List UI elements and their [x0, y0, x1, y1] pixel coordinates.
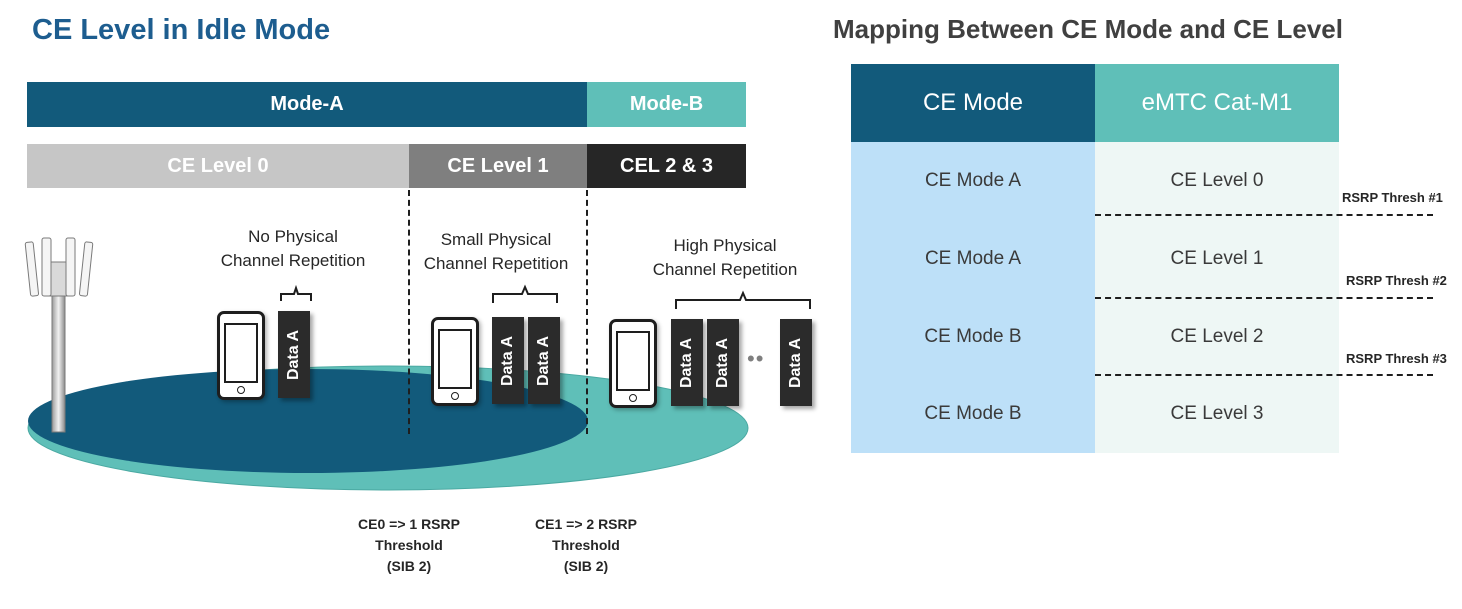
ce-level-0-bar: CE Level 0: [27, 144, 409, 188]
cell-tower-icon: [24, 237, 94, 433]
brace-ce23: [675, 290, 811, 309]
data-block: Data A: [492, 317, 524, 404]
table-cell-level: CE Level 1: [1170, 247, 1264, 269]
rsrp-thresh-3-line: [1095, 374, 1433, 376]
data-block: Data A: [671, 319, 703, 406]
ce0-threshold-note: CE0 => 1 RSRP Threshold (SIB 2): [358, 516, 460, 574]
table-cell-mode: CE Mode B: [924, 402, 1022, 424]
ce-level-1-bar: CE Level 1: [409, 144, 587, 188]
data-block: Data A: [707, 319, 739, 406]
phone-icon: [217, 311, 265, 400]
table-cell-level: CE Level 3: [1170, 402, 1264, 424]
header-emtc-cat-m1: eMTC Cat-M1: [1095, 64, 1339, 142]
table-cell-mode: CE Mode A: [924, 169, 1022, 191]
mapping-title: Mapping Between CE Mode and CE Level: [833, 14, 1343, 44]
mode-b-bar: Mode-B: [587, 82, 746, 127]
rsrp-thresh-3-label: RSRP Thresh #3: [1346, 351, 1447, 366]
mode-a-bar: Mode-A: [27, 82, 587, 127]
ce1-ce2-boundary: [586, 190, 588, 434]
rsrp-thresh-2-line: [1095, 297, 1433, 299]
phone-icon: [609, 319, 657, 408]
caption-high-repetition: High Physical Channel Repetition: [652, 236, 798, 279]
mapping-table: CE Mode eMTC Cat-M1 CE Mode A CE Level 0…: [851, 64, 1339, 453]
rsrp-thresh-1-label: RSRP Thresh #1: [1342, 190, 1443, 205]
ce-mode-column: [851, 142, 1095, 453]
data-block: Data A: [780, 319, 812, 406]
ce0-ce1-boundary: [408, 190, 410, 434]
caption-no-repetition: No Physical Channel Repetition: [220, 227, 366, 270]
ellipsis-dots: ••: [747, 346, 765, 371]
idle-mode-title: CE Level in Idle Mode: [32, 14, 331, 46]
phone-icon: [431, 317, 479, 406]
table-cell-mode: CE Mode B: [924, 325, 1022, 347]
brace-ce1: [492, 284, 558, 303]
caption-small-repetition: Small Physical Channel Repetition: [423, 230, 569, 273]
header-ce-mode: CE Mode: [851, 64, 1095, 142]
data-block: Data A: [278, 311, 310, 398]
table-cell-level: CE Level 0: [1170, 169, 1264, 191]
table-cell-level: CE Level 2: [1170, 325, 1264, 347]
rsrp-thresh-2-label: RSRP Thresh #2: [1346, 273, 1447, 288]
data-block: Data A: [528, 317, 560, 404]
brace-ce0: [280, 284, 312, 301]
ce-level-2-3-bar: CEL 2 & 3: [587, 144, 746, 188]
ce1-threshold-note: CE1 => 2 RSRP Threshold (SIB 2): [535, 516, 637, 574]
table-cell-mode: CE Mode A: [924, 247, 1022, 269]
rsrp-thresh-1-line: [1095, 214, 1433, 216]
